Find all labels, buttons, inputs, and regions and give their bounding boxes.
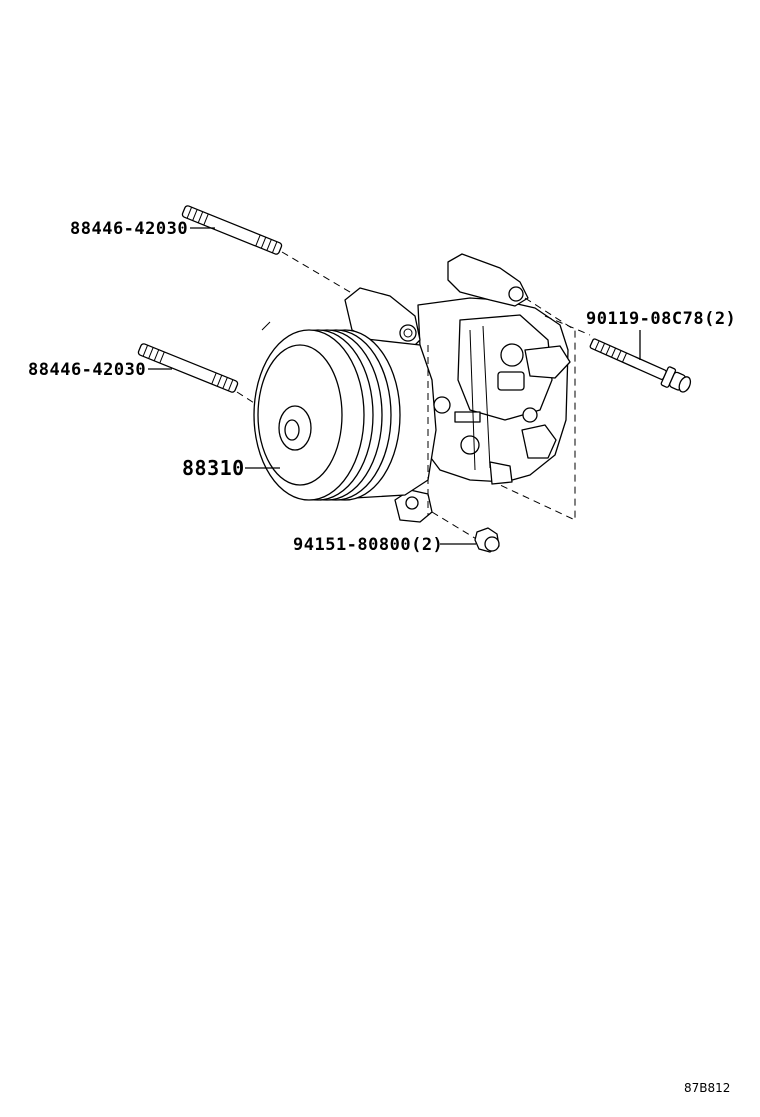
compressor-icon <box>253 253 571 523</box>
part-label-compressor[interactable]: 88310 <box>182 456 245 480</box>
stud-upper-icon <box>181 205 283 255</box>
part-label-stud-lower[interactable]: 88446-42030 <box>28 360 146 380</box>
stud-lower-icon <box>137 343 239 393</box>
nut-icon <box>474 527 500 553</box>
part-label-stud-upper[interactable]: 88446-42030 <box>70 219 188 239</box>
part-label-bolt[interactable]: 90119-08C78(2) <box>586 309 736 329</box>
part-label-nut[interactable]: 94151-80800(2) <box>293 535 443 555</box>
bolt-icon <box>589 338 692 393</box>
reference-code: 87B812 <box>684 1081 730 1095</box>
